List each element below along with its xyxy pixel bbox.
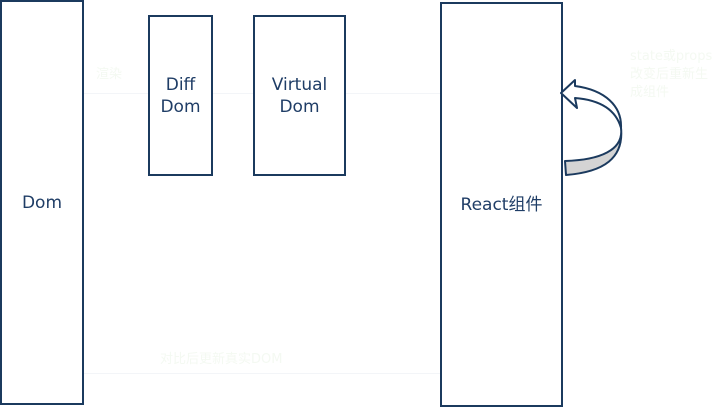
dom-label: Dom <box>21 192 63 213</box>
faint-annotation-regenerate: state或props改变后重新生成组件 <box>630 49 713 100</box>
faint-annotation-render: 渲染 <box>96 67 123 82</box>
virtual-dom-label: Virtual Dom <box>271 74 328 117</box>
virtual-dom-node: Virtual Dom <box>253 15 346 176</box>
faint-annotation-update: 对比后更新真实DOM <box>160 352 283 367</box>
curved-arrow-underside <box>564 127 623 176</box>
dom-node: Dom <box>0 0 84 405</box>
react-component-label: React组件 <box>460 194 543 215</box>
faint-connector-bottom <box>84 373 440 374</box>
diff-dom-label: Diff Dom <box>160 74 201 117</box>
diff-dom-node: Diff Dom <box>148 15 213 176</box>
curved-arrow-head <box>560 79 623 129</box>
react-component-node: React组件 <box>440 2 563 407</box>
